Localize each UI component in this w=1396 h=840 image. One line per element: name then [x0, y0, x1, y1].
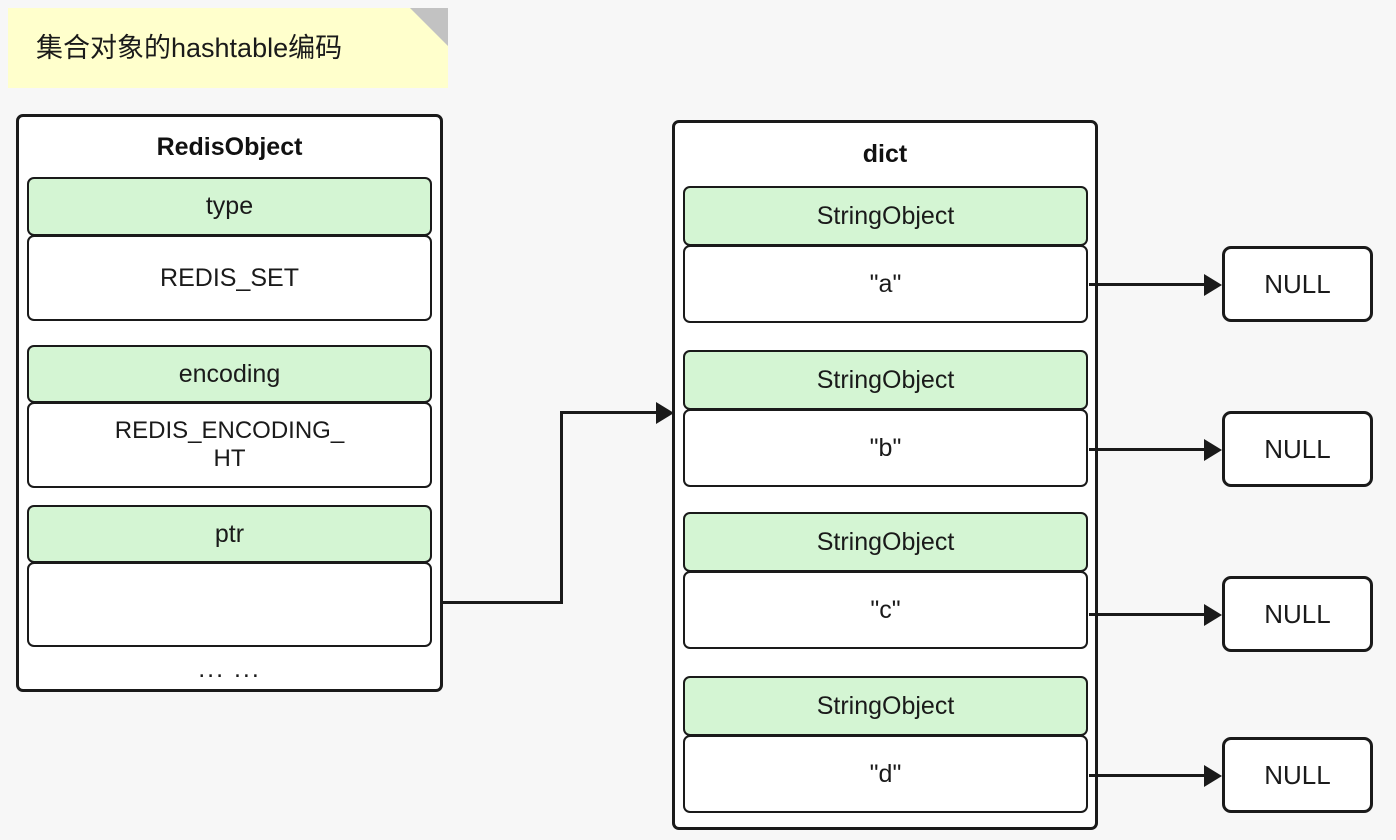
null-connector-arrowhead-icon-1: [1204, 439, 1222, 461]
dict-title: dict: [862, 139, 908, 168]
dict-box: dict StringObject "a" StringObject "b" S…: [672, 120, 1098, 830]
field-header-encoding: encoding: [27, 345, 432, 403]
ptr-connector-segment-2: [560, 411, 563, 604]
null-box-0: NULL: [1222, 246, 1373, 322]
null-box-2: NULL: [1222, 576, 1373, 652]
sticky-note: 集合对象的hashtable编码: [8, 8, 448, 88]
ptr-connector-segment-3: [560, 411, 658, 414]
null-box-3: NULL: [1222, 737, 1373, 813]
note-fold-corner-icon: [410, 8, 448, 46]
null-connector-arrowhead-icon-3: [1204, 765, 1222, 787]
dict-entry-value-2: "c": [683, 571, 1088, 649]
null-connector-line-1: [1089, 448, 1208, 451]
dict-entry-type-2: StringObject: [683, 512, 1088, 572]
field-value-encoding: REDIS_ENCODING_ HT: [27, 402, 432, 488]
field-header-ptr: ptr: [27, 505, 432, 563]
ptr-connector-arrowhead-icon: [656, 402, 674, 424]
dict-entry-type-1: StringObject: [683, 350, 1088, 410]
null-connector-line-2: [1089, 613, 1208, 616]
field-value-type: REDIS_SET: [27, 235, 432, 321]
field-value-ptr: [27, 562, 432, 647]
dict-entry-value-0: "a": [683, 245, 1088, 323]
sticky-note-label: 集合对象的hashtable编码: [36, 32, 343, 63]
null-box-1: NULL: [1222, 411, 1373, 487]
dict-entry-type-0: StringObject: [683, 186, 1088, 246]
redis-object-more: ... ...: [198, 655, 261, 683]
redis-object-title: RedisObject: [156, 132, 303, 161]
null-connector-arrowhead-icon-0: [1204, 274, 1222, 296]
field-header-type: type: [27, 177, 432, 236]
null-connector-line-3: [1089, 774, 1208, 777]
null-connector-line-0: [1089, 283, 1208, 286]
dict-entry-value-3: "d": [683, 735, 1088, 813]
dict-entry-value-1: "b": [683, 409, 1088, 487]
ptr-connector-segment-1: [443, 601, 563, 604]
null-connector-arrowhead-icon-2: [1204, 604, 1222, 626]
dict-entry-type-3: StringObject: [683, 676, 1088, 736]
redis-object-box: RedisObject type REDIS_SET encoding REDI…: [16, 114, 443, 692]
